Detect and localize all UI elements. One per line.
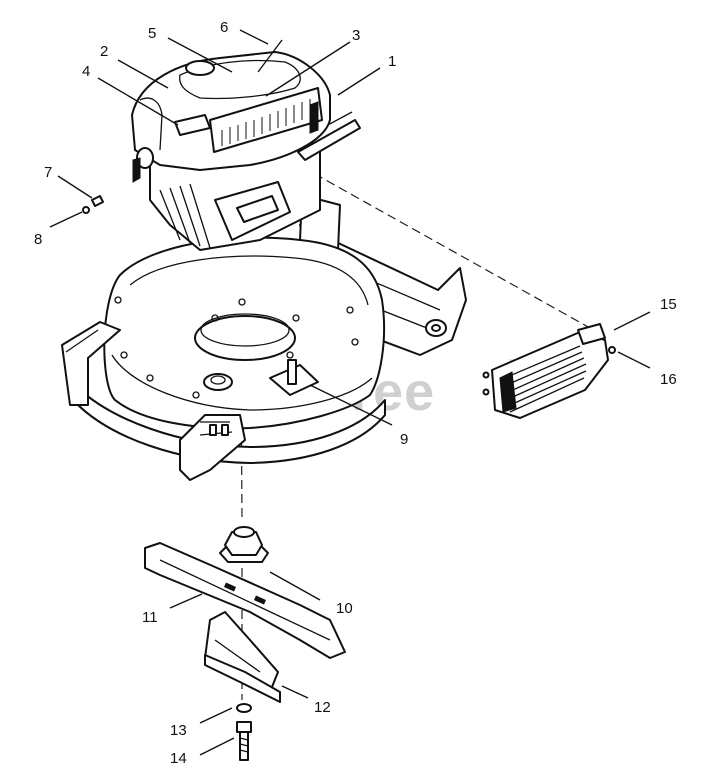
- shroud-clip-screw: [82, 195, 104, 214]
- callout-2: 2: [100, 43, 108, 60]
- callout-5: 5: [148, 25, 156, 42]
- blade-assembly: [144, 526, 346, 761]
- callout-8: 8: [34, 231, 42, 248]
- callout-15: 15: [660, 296, 677, 313]
- callout-10: 10: [336, 600, 353, 617]
- leader-lines: [49, 29, 651, 756]
- callout-7: 7: [44, 164, 52, 181]
- deck-holes: [114, 296, 359, 399]
- mower-deck: [61, 194, 467, 481]
- rear-shield: [482, 323, 616, 419]
- callout-16: 16: [660, 371, 677, 388]
- callout-1: 1: [388, 53, 396, 70]
- engine-assembly: [131, 39, 361, 251]
- callout-11: 11: [142, 609, 158, 626]
- callout-14: 14: [170, 750, 187, 767]
- callout-3: 3: [352, 27, 360, 44]
- callout-13: 13: [170, 722, 187, 739]
- callout-12: 12: [314, 699, 331, 716]
- callout-9: 9: [400, 431, 408, 448]
- shroud-vent-grille: [209, 87, 323, 153]
- callout-4: 4: [82, 63, 90, 80]
- callout-labels: 1 2 3 4 5 6 7 8 9 10 11 12 13 14 15 16: [34, 19, 677, 767]
- callout-6: 6: [220, 19, 228, 36]
